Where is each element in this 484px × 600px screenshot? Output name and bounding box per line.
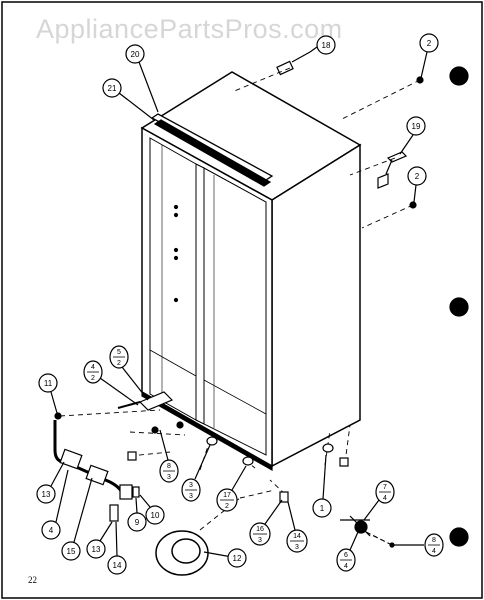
callout-9-label: 9 [135,518,140,527]
callout-3-3: 3 3 [181,444,211,502]
callout-2-top-label: 2 [427,39,432,48]
watermark-logo: AppliancePartsPros.com [36,14,343,44]
callout-7-4: 7 4 [363,480,395,521]
callout-14-3-den: 3 [295,544,299,551]
base-fasteners [117,391,349,503]
callout-13-right: 13 [86,521,113,559]
callout-3-3-den: 3 [189,493,193,500]
binder-hole-middle [449,297,469,317]
callout-1: 1 [312,454,332,518]
callout-17-2: 17 2 [216,465,247,512]
callout-21: 21 [102,78,155,121]
callout-4-label: 4 [49,526,54,535]
callout-14-label: 14 [113,561,122,570]
part-18-bracket [276,51,311,76]
callout-4-2-num: 4 [91,364,95,371]
callout-5-2: 5 2 [109,345,149,401]
callout-18: 18 [309,35,336,55]
callout-2-top: 2 [419,33,439,79]
callout-21-label: 21 [108,84,117,93]
callout-20: 20 [125,44,159,113]
callout-8-4-den: 4 [432,548,436,555]
callout-10-label: 10 [151,511,160,520]
drain-tube-assembly [53,412,133,522]
callout-6-4: 6 4 [336,531,359,572]
callout-9: 9 [127,497,147,532]
callout-3-3-num: 3 [189,482,193,489]
callout-16-3-den: 3 [258,537,262,544]
callout-15-label: 15 [67,547,76,556]
callout-4-2: 4 2 [83,360,139,406]
callout-13-left: 13 [36,461,65,504]
leader-dashes [59,67,421,531]
callout-8-3: 8 3 [159,429,179,483]
callout-2-lower: 2 [407,166,427,203]
callout-4-2-den: 2 [91,375,95,382]
callout-12-label: 12 [233,554,242,563]
binder-hole-bottom [449,527,469,547]
binder-hole-top [449,66,469,86]
leveler-parts [340,515,424,548]
callout-14: 14 [107,521,127,575]
callout-20-label: 20 [131,50,140,59]
callout-10: 10 [139,494,165,525]
callout-7-4-num: 7 [383,484,387,491]
callout-8-3-den: 3 [167,474,171,481]
callout-19-label: 19 [412,122,421,131]
callout-5-2-den: 2 [117,360,121,367]
callout-8-3-num: 8 [167,463,171,470]
callout-1-label: 1 [320,504,325,513]
callout-16-3-num: 16 [256,526,264,533]
callout-16-3: 16 3 [249,499,283,546]
callout-7-4-den: 4 [383,495,387,502]
callout-4: 4 [41,469,69,540]
callout-2-lower-label: 2 [415,172,420,181]
callout-14-3-num: 14 [293,533,301,540]
callout-18-label: 18 [322,41,331,50]
callout-19: 19 [399,116,426,155]
callout-17-2-num: 17 [223,492,231,499]
callout-11-label: 11 [44,379,53,388]
page-number: 22 [28,575,37,585]
top-trim-strip [150,113,274,187]
callout-11: 11 [38,373,58,414]
callout-13-left-label: 13 [42,490,51,499]
callout-6-4-den: 4 [344,563,348,570]
refrigerator-cabinet [140,71,362,472]
callout-15: 15 [61,477,93,561]
callout-5-2-num: 5 [117,349,121,356]
callout-6-4-num: 6 [344,552,348,559]
callout-12: 12 [227,548,247,568]
part-19-hinge [377,151,408,189]
callout-8-4: 8 4 [424,533,444,557]
callout-17-2-den: 2 [225,503,229,510]
callout-13-right-label: 13 [92,545,101,554]
callout-8-4-num: 8 [432,537,436,544]
callout-14-3: 14 3 [286,501,308,553]
part-12-coil [155,530,233,576]
